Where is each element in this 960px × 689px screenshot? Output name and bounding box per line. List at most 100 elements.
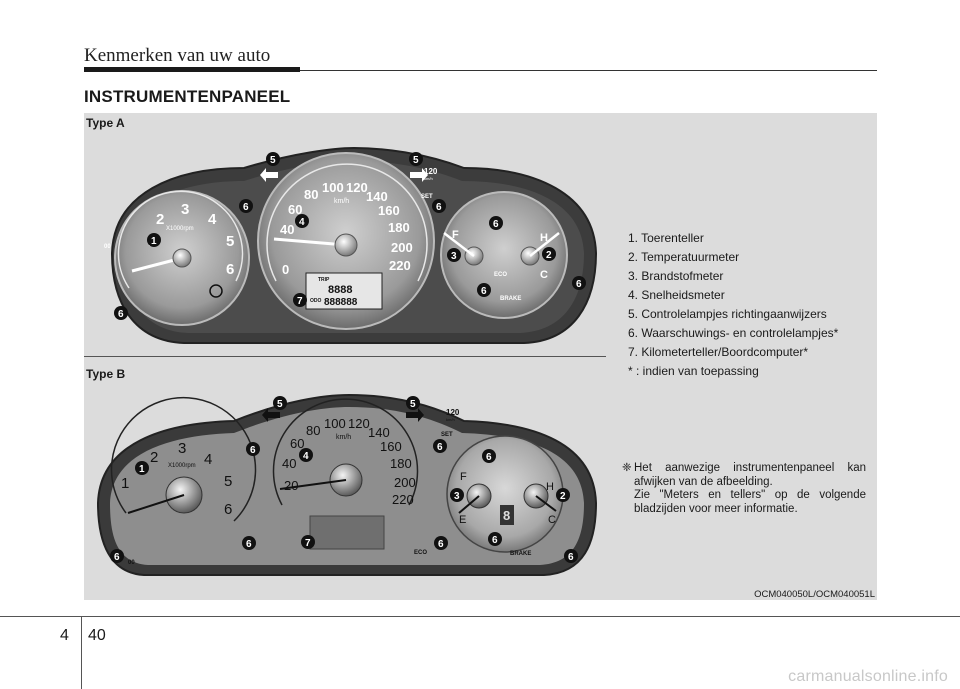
callout-2: 2 [546,250,552,261]
tach-b-unit: X1000rpm [168,463,196,469]
footer-rule [0,616,960,617]
fuel-full-label: F [452,229,459,241]
callout-6-a6: 6 [481,286,487,297]
speed-b-tick-60: 60 [290,436,304,451]
tach-b-tick-1: 1 [121,475,129,492]
speed-tick-80: 80 [304,187,318,202]
cruise-unit: km/h [424,176,433,181]
speed-b-tick-220: 220 [392,492,414,507]
gear-indicator: 8 [503,508,510,523]
tach-tick-3: 3 [181,201,189,218]
tachometer: 1 2 3 4 5 6 X1000rpm [114,190,250,326]
indicator-strip: SET 120 km/h 00 [104,167,438,250]
callout-b-6-7: 6 [492,535,498,546]
callout-b-4: 4 [303,451,309,462]
speedometer-b: 20 40 60 80 100 120 140 160 180 200 220 … [272,398,419,550]
turn-right-arrow-icon [410,168,428,182]
speed-b-tick-40: 40 [282,456,296,471]
set-b-indicator: SET [441,432,453,438]
legend-item-4: 4. Snelheidsmeter [628,288,725,302]
callout-b-6-6: 6 [438,539,444,550]
cluster-type-a: 1 2 3 4 5 6 X1000rpm 0 40 60 80 100 120 … [104,146,598,344]
tach-b-tick-6: 6 [224,501,232,518]
tach-b-tick-5: 5 [224,473,232,490]
speed-tick-0: 0 [282,262,289,277]
legend-list: 1. Toerenteller 2. Temperatuurmeter 3. B… [628,229,873,381]
note-line-1: Het aanwezige instrumentenpaneel kan afw… [634,462,866,488]
tach-b-tick-3: 3 [178,440,186,457]
speed-tick-60: 60 [288,202,302,217]
tach-tick-5: 5 [226,233,234,250]
speed-unit: km/h [334,198,349,205]
speed-tick-180: 180 [388,220,410,235]
lcd-display-b [309,515,385,550]
tach-tick-4: 4 [208,211,217,228]
callout-b-6-2: 6 [437,442,443,453]
type-b-label: Type B [86,367,126,381]
callout-b-6-8: 6 [568,552,574,563]
speed-tick-100: 100 [322,180,344,195]
temp-fuel-gauge: F H C ECO BRAKE [440,191,568,319]
figure-divider [84,356,606,357]
cruise-b-120: 120 [446,408,460,417]
callout-5-right: 5 [413,155,419,166]
note-block: ❈ Het aanwezige instrumentenpaneel kan a… [622,462,866,516]
turn-left-arrow-b-icon [262,408,280,422]
tach-b-tick-2: 2 [150,449,158,466]
legend-footnote: * : indien van toepassing [628,364,759,378]
chapter-title: Kenmerken van uw auto [84,45,271,66]
lcd-trip-label: TRIP [318,277,330,283]
header-rule-thin [300,70,877,71]
callout-1: 1 [151,236,157,247]
speed-tick-220: 220 [389,258,411,273]
watermark: carmanualsonline.info [788,668,948,685]
eco-b-indicator: ECO [414,550,427,556]
section-heading: INSTRUMENTENPANEEL [84,87,291,106]
speed-b-tick-20: 20 [284,478,298,493]
speed-b-tick-80: 80 [306,423,320,438]
footer-page-number: 40 [88,627,106,644]
tach-tick-6: 6 [226,261,234,278]
callout-b-6-3: 6 [486,452,492,463]
speedometer: 0 40 60 80 100 120 140 160 180 200 220 k… [257,152,435,330]
legend-item-3: 3. Brandstofmeter [628,269,724,283]
oo-indicator: 00 [104,244,111,250]
footer-rule-vertical [81,616,82,689]
tach-tick-2: 2 [156,211,164,228]
lcd-display [305,272,383,310]
cruise-b-unit: km/h [446,417,455,422]
speed-b-tick-100: 100 [324,416,346,431]
callout-b-2: 2 [560,491,566,502]
type-a-label: Type A [86,116,125,130]
legend-item-1: 1. Toerenteller [628,231,704,245]
temp-hot-label: H [540,232,548,244]
callout-5-left: 5 [270,155,276,166]
lcd-odo-label: ODO [310,298,322,304]
legend-item-6: 6. Waarschuwings- en controlelampjes* [628,326,839,340]
header-rule-thick [84,67,300,72]
tach-b-tick-4: 4 [204,451,212,468]
oo-b-indicator: 00 [128,560,135,566]
temp-cold-label: C [540,269,548,281]
callouts-type-a: 1 2 3 4 5 5 6 6 6 6 6 6 7 [114,152,586,320]
cruise-120: 120 [424,167,438,176]
brake-b-indicator: BRAKE [510,551,531,557]
speed-tick-40: 40 [280,222,294,237]
callout-7: 7 [297,296,303,307]
callout-6-a3: 6 [118,309,124,320]
speed-tick-120: 120 [346,180,368,195]
speed-tick-200: 200 [391,240,413,255]
speed-tick-140: 140 [366,189,388,204]
turn-left-arrow-icon [260,168,278,182]
eco-indicator: ECO [494,272,507,278]
callout-6-a4: 6 [576,279,582,290]
callout-b-3: 3 [454,491,460,502]
lcd-trip-digits: 8888 [328,284,352,296]
callout-b-7: 7 [305,538,311,549]
callout-b-6-5: 6 [246,539,252,550]
callout-6-a2: 6 [436,202,442,213]
speed-b-tick-180: 180 [390,456,412,471]
temp-fuel-gauge-b: F E H C 8 BRAKE ECO [414,435,564,557]
callout-b-5-left: 5 [277,399,283,410]
note-symbol-icon: ❈ [622,462,632,474]
